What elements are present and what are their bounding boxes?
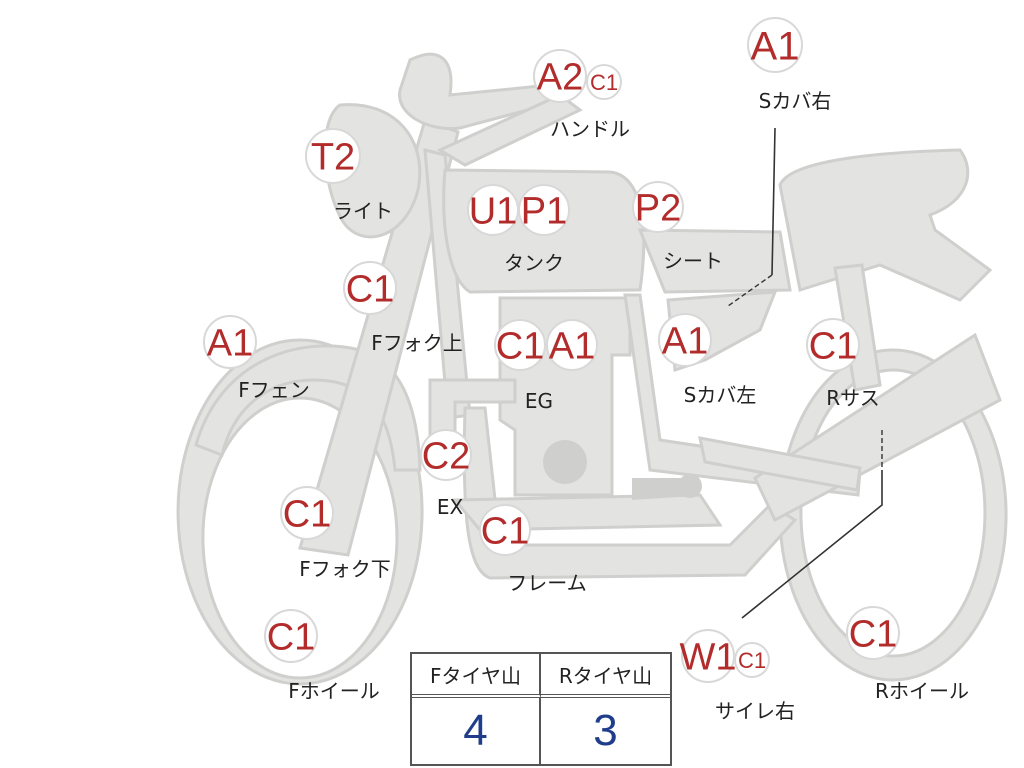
seat-part [637,228,792,294]
badge-code: A1 [207,323,253,365]
badge-f-fork-lower: C1 [280,486,334,540]
badge-code: U1 [469,191,518,233]
label-light: ライト [333,199,393,223]
badge-code: C1 [267,617,316,659]
label-frame: フレーム [507,571,586,595]
badge-circle [747,17,803,73]
badge-frame: C1 [479,504,531,556]
badge-code: C1 [809,326,858,368]
badge-tank-p: P1 [518,184,570,236]
badge-circle [658,313,712,367]
front-tire-value: 4 [412,698,541,764]
badge-silencer-main: W1 [680,629,737,683]
label-handle: ハンドル [550,117,630,141]
label-f-wheel: Fホイール [288,679,380,703]
badge-code: W1 [680,637,737,679]
engine-cover-part [543,440,587,484]
badge-circle [280,486,334,540]
badge-light: T2 [305,128,361,184]
badge-r-wheel: C1 [846,606,900,660]
badge-code: A1 [662,321,708,363]
badge-s-cover-left: A1 [658,313,712,367]
front-tire-header: Fタイヤ山 [412,654,541,698]
badge-ex: C2 [420,429,472,481]
badge-handle-main: A2 [533,49,587,103]
badge-circle [264,609,318,663]
badge-code: P1 [521,191,567,233]
badge-code: A2 [537,57,583,99]
label-s-cover-right: Sカバ右 [759,89,832,113]
badge-circle [546,319,598,371]
badge-circle [518,184,570,236]
badge-circle [479,504,531,556]
badge-code: C1 [496,326,545,368]
label-r-wheel: Rホイール [875,679,969,703]
badge-circle [632,181,684,233]
tail-cowl-part [778,148,993,302]
badge-handle-sub: C1 [586,64,622,100]
rear-wheel-part [778,348,1008,682]
label-r-sus: Rサス [826,386,880,410]
badge-circle [586,64,622,100]
label-ex: EX [437,495,464,519]
badge-code: A1 [549,326,595,368]
badge-code: C2 [422,436,471,478]
badge-code: C1 [346,269,395,311]
motorcycle-silhouette [176,52,1008,686]
footpeg-end-part [678,474,702,498]
swingarm-part [698,436,862,492]
badge-r-sus: C1 [806,318,860,372]
badge-circle [305,128,361,184]
label-f-fender: Fフェン [238,378,310,402]
badge-f-fork-upper: C1 [343,261,397,315]
tire-tread-table: Fタイヤ山 Rタイヤ山 4 3 [410,652,672,766]
part-labels: Sカバ右 ハンドル ライト タンク シート Fフォク上 Fフェン EG Sカバ左… [238,89,969,723]
label-f-fork-lower: Fフォク下 [299,557,391,581]
badge-circle [203,315,257,369]
badge-eg-a: A1 [546,319,598,371]
badge-code: C1 [849,614,898,656]
frame-top-part [436,93,583,167]
label-tank: タンク [504,251,564,275]
badge-circle [846,606,900,660]
leader-lines [727,127,883,619]
label-silencer-right: サイレ右 [715,699,795,723]
badge-circle [734,642,770,678]
badge-circle [806,318,860,372]
badge-code: C1 [738,648,766,673]
badge-s-cover-right: A1 [747,17,803,73]
badge-tank-u: U1 [467,184,519,236]
badge-code: P2 [635,188,681,230]
rear-tire-header: Rタイヤ山 [541,654,670,698]
badge-f-wheel: C1 [264,609,318,663]
badge-seat: P2 [632,181,684,233]
rear-tire-value: 3 [593,706,618,755]
badge-circle [420,429,472,481]
label-f-fork-upper: Fフォク上 [371,331,463,355]
badge-code: A1 [751,24,800,68]
label-eg: EG [525,389,553,413]
badge-circle [533,49,587,103]
badge-code: C1 [481,511,530,553]
label-seat: シート [663,249,723,273]
badge-circle [681,629,735,683]
badge-code: C1 [590,70,618,95]
badge-circle [343,261,397,315]
badge-circle [494,319,546,371]
badge-code: C1 [283,494,332,536]
badge-eg-c: C1 [494,319,546,371]
badge-code: T2 [311,137,355,179]
badge-f-fender: A1 [203,315,257,369]
badge-silencer-sub: C1 [734,642,770,678]
label-s-cover-left: Sカバ左 [684,383,757,407]
